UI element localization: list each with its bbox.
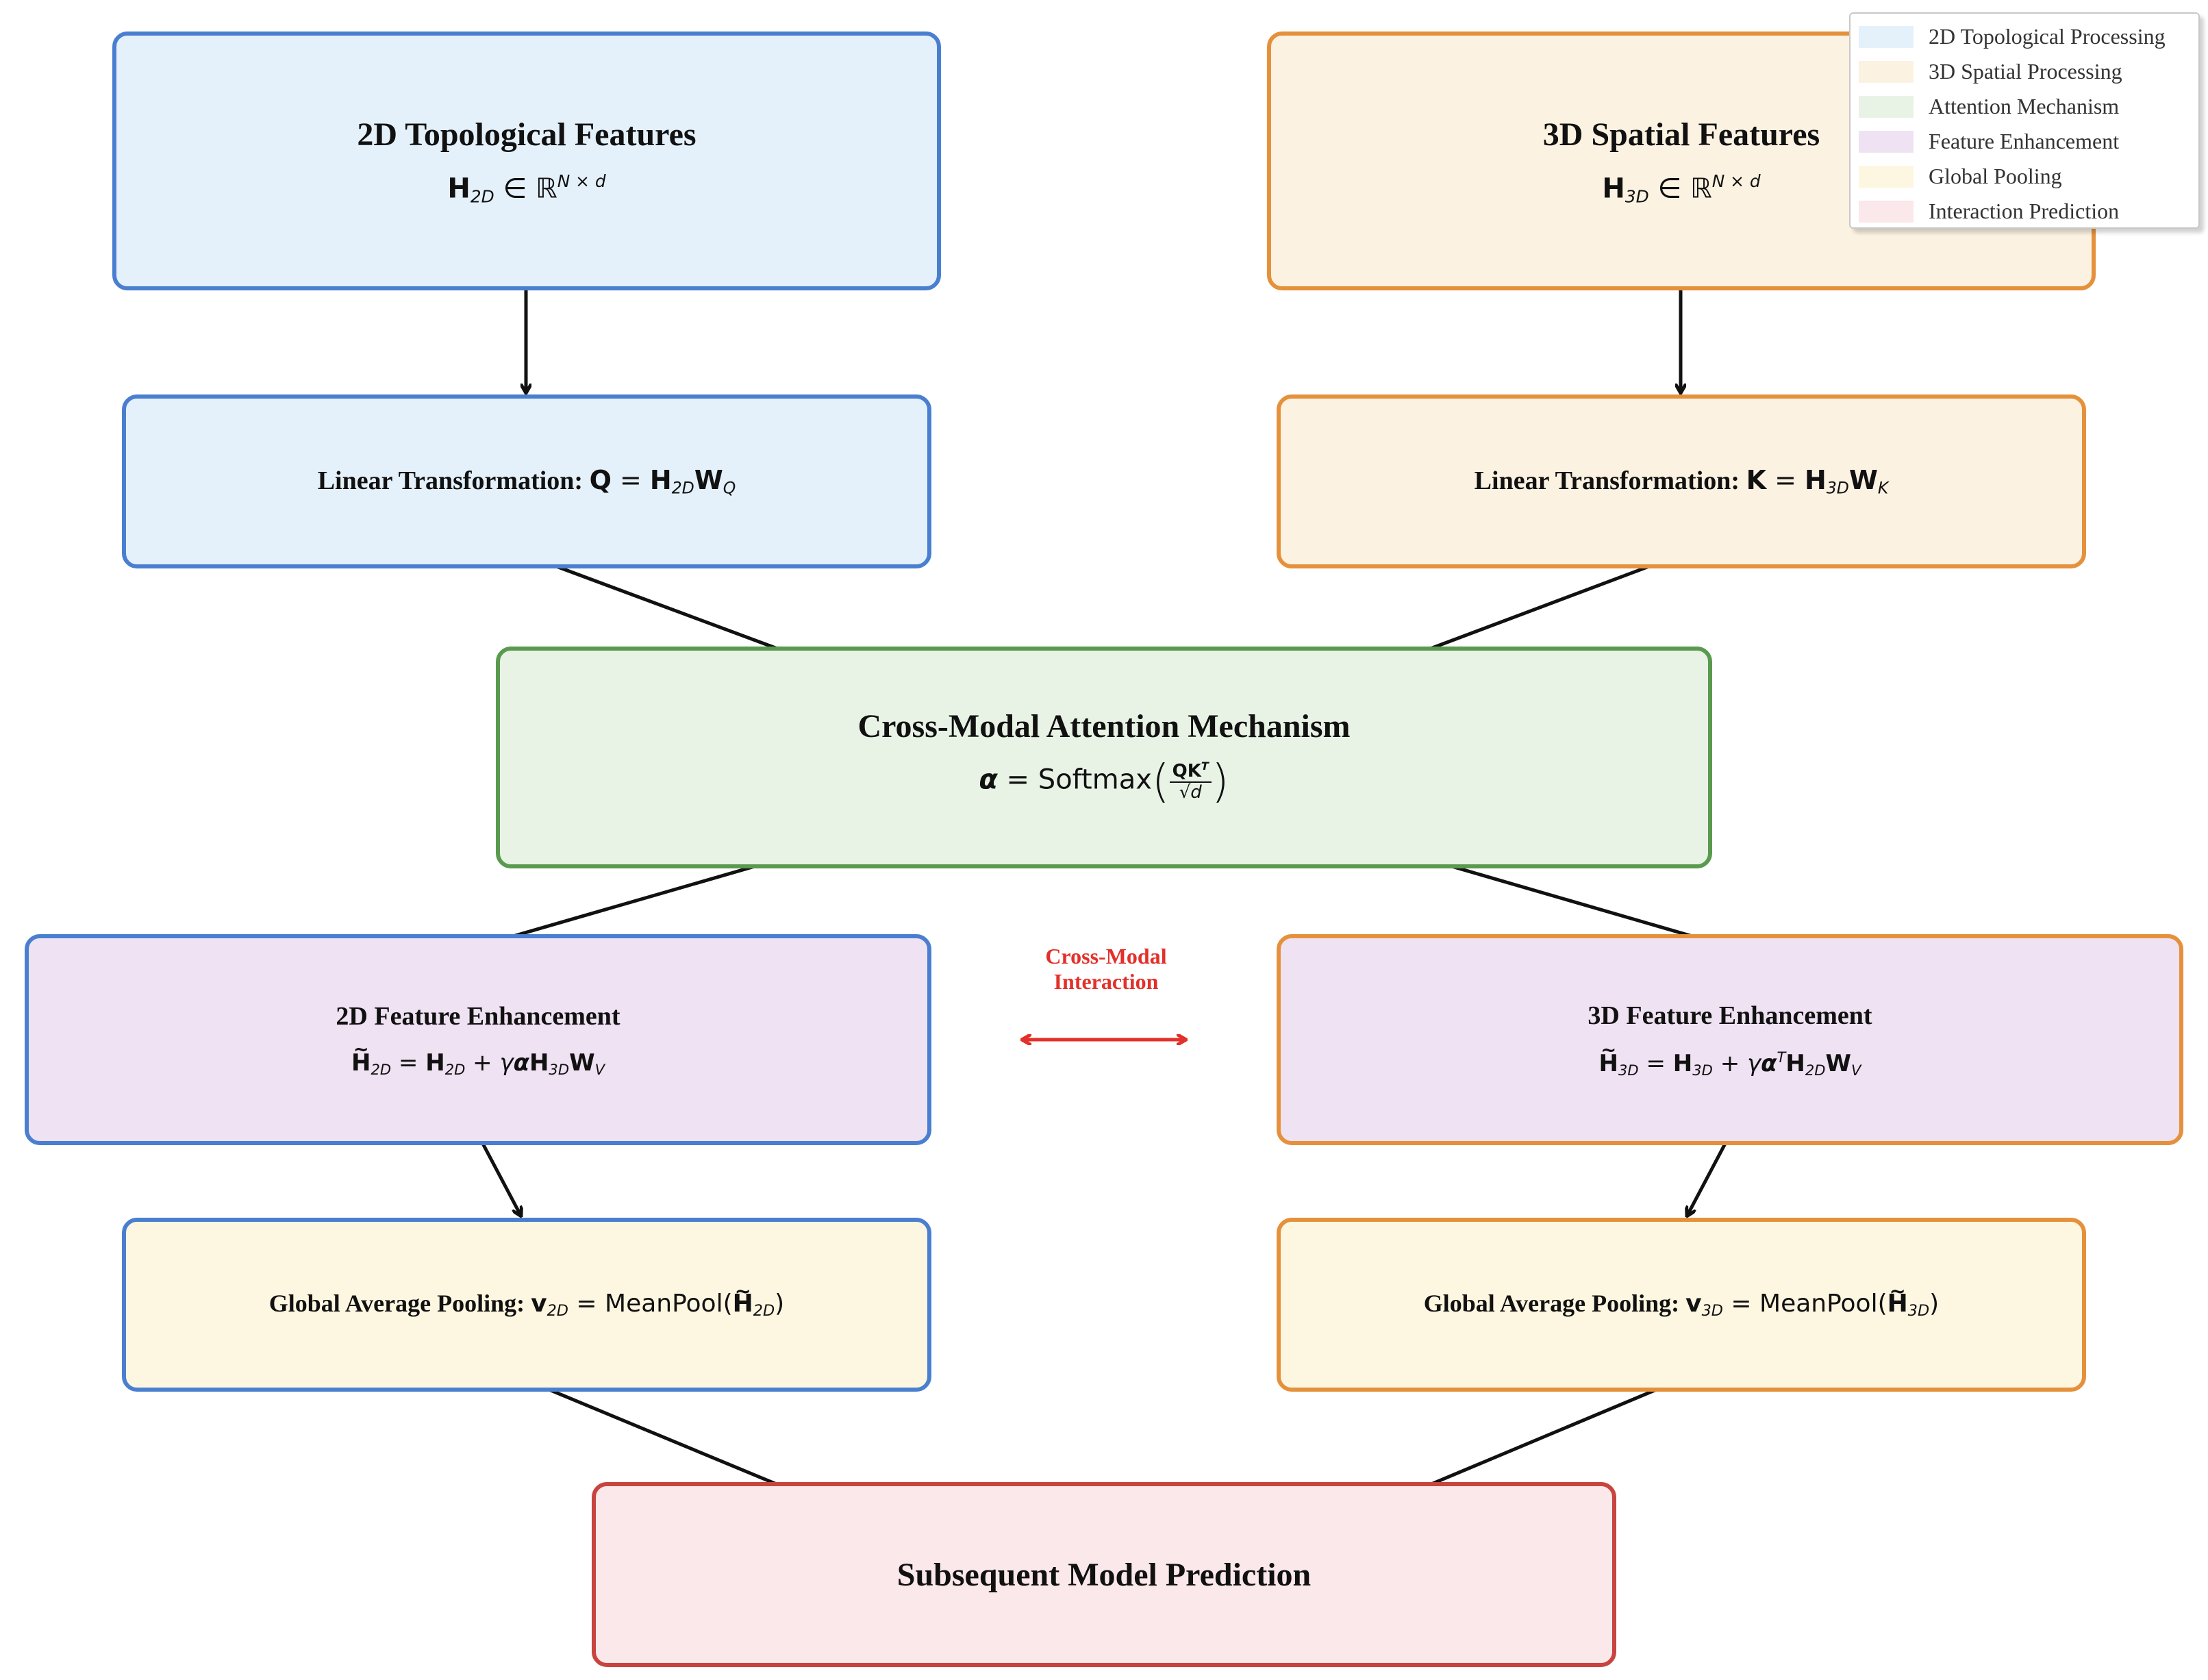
- linear-transformation-k-text: Linear Transformation: K = H3DWK: [1474, 465, 1889, 498]
- enhancement-2d-box: 2D Feature Enhancement H2D = H2D + γαH3D…: [25, 934, 931, 1145]
- topological-features-formula: H2D ∈ ℝN × d: [447, 171, 606, 207]
- legend-item: Attention Mechanism: [1859, 89, 2190, 124]
- arrow-enh-3d-to-pool-3d: [1688, 1141, 1728, 1215]
- legend-item: Feature Enhancement: [1859, 124, 2190, 159]
- pooling-3d-box: Global Average Pooling: v3D = MeanPool(H…: [1277, 1218, 2086, 1392]
- linear-transformation-q-box: Linear Transformation: Q = H2DWQ: [122, 394, 931, 568]
- legend-item: Interaction Prediction: [1859, 194, 2190, 229]
- legend-label: 2D Topological Processing: [1929, 24, 2166, 49]
- attention-mechanism-box: Cross-Modal Attention Mechanism α = Soft…: [496, 647, 1712, 868]
- linear-transformation-q-text: Linear Transformation: Q = H2DWQ: [317, 465, 736, 498]
- spatial-features-formula: H3D ∈ ℝN × d: [1602, 171, 1761, 207]
- spatial-features-title: 3D Spatial Features: [1542, 116, 1820, 153]
- topological-features-title: 2D Topological Features: [357, 116, 697, 153]
- pooling-2d-formula: v2D = MeanPool(H2D): [531, 1290, 784, 1320]
- legend-label: 3D Spatial Processing: [1929, 59, 2122, 84]
- enhancement-2d-formula: H2D = H2D + γαH3DWV: [351, 1049, 605, 1078]
- enhancement-3d-formula: H3D = H3D + γαTH2DWV: [1599, 1049, 1861, 1079]
- legend-item: 2D Topological Processing: [1859, 19, 2190, 54]
- arrow-linear-k-to-attention: [1407, 556, 1672, 657]
- legend-swatch: [1859, 95, 1914, 118]
- pooling-3d-formula: v3D = MeanPool(H3D): [1685, 1290, 1939, 1320]
- legend-label: Interaction Prediction: [1929, 199, 2120, 223]
- legend-item: 3D Spatial Processing: [1859, 54, 2190, 89]
- legend: 2D Topological Processing 3D Spatial Proc…: [1849, 12, 2200, 229]
- cross-modal-interaction-label: Cross-Modal Interaction: [1045, 944, 1167, 994]
- arrow-pool-2d-to-prediction: [534, 1381, 801, 1494]
- pooling-2d-box: Global Average Pooling: v2D = MeanPool(H…: [122, 1218, 931, 1392]
- linear-q-formula: Q = H2DWQ: [589, 465, 736, 498]
- legend-label: Global Pooling: [1929, 164, 2062, 188]
- enhancement-3d-title: 3D Feature Enhancement: [1588, 1001, 1872, 1031]
- legend-label: Attention Mechanism: [1929, 94, 2120, 118]
- legend-swatch: [1859, 165, 1914, 188]
- attention-formula: α = Softmax(QKT√d): [979, 755, 1229, 807]
- legend-swatch: [1859, 200, 1914, 223]
- legend-label: Feature Enhancement: [1929, 129, 2120, 153]
- linear-transformation-k-box: Linear Transformation: K = H3DWK: [1277, 394, 2086, 568]
- legend-swatch: [1859, 130, 1914, 153]
- pooling-2d-text: Global Average Pooling: v2D = MeanPool(H…: [269, 1289, 784, 1320]
- legend-swatch: [1859, 60, 1914, 83]
- enhancement-2d-title: 2D Feature Enhancement: [336, 1002, 620, 1031]
- topological-features-box: 2D Topological Features H2D ∈ ℝN × d: [112, 32, 941, 290]
- linear-k-formula: K = H3DWK: [1746, 465, 1889, 498]
- prediction-box: Subsequent Model Prediction: [592, 1482, 1616, 1667]
- legend-swatch: [1859, 25, 1914, 48]
- pooling-3d-text: Global Average Pooling: v3D = MeanPool(H…: [1424, 1289, 1939, 1320]
- enhancement-3d-box: 3D Feature Enhancement H3D = H3D + γαTH2…: [1277, 934, 2183, 1145]
- arrow-enh-2d-to-pool-2d: [480, 1141, 520, 1215]
- arrow-linear-q-to-attention: [534, 556, 801, 657]
- attention-mechanism-title: Cross-Modal Attention Mechanism: [857, 708, 1351, 744]
- legend-item: Global Pooling: [1859, 159, 2190, 194]
- prediction-title: Subsequent Model Prediction: [896, 1556, 1312, 1593]
- arrow-pool-3d-to-prediction: [1407, 1381, 1672, 1494]
